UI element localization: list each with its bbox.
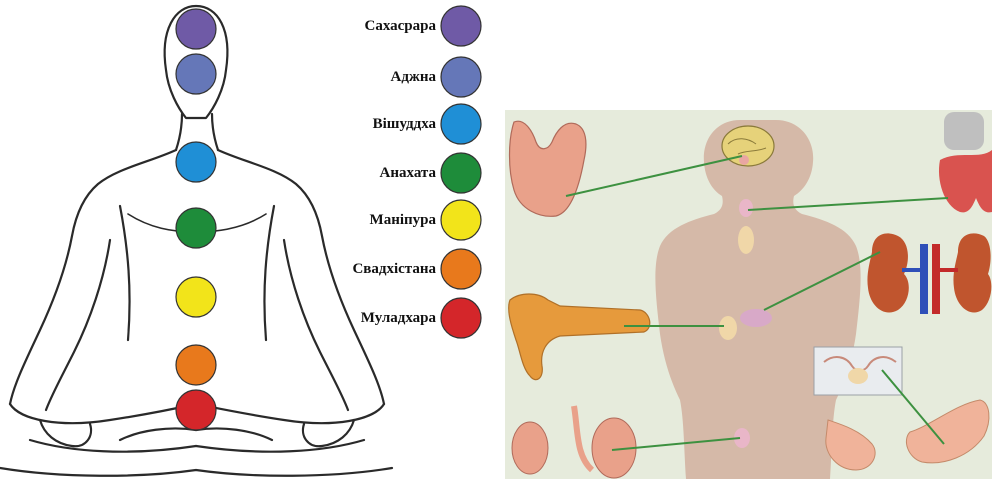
chakra-label-ajna: Аджна (236, 68, 436, 86)
legend-chakra-dot-sahasrara (441, 6, 481, 46)
legend-chakra-dot-muladhara (441, 298, 481, 338)
chakra-legend (441, 6, 481, 338)
body-chakra-dot-svadhisthana (176, 345, 216, 385)
ovaries-diagram-box (814, 347, 902, 395)
body-chakra-dot-sahasrara (176, 9, 216, 49)
body-chakra-dot-ajna (176, 54, 216, 94)
body-chakra-dot-manipura (176, 277, 216, 317)
body-chakra-points (176, 9, 216, 430)
chakra-label-manipura: Маніпура (236, 211, 436, 229)
chakra-label-vishuddha: Вішуддха (236, 115, 436, 133)
legend-chakra-dot-manipura (441, 200, 481, 240)
chakra-label-sahasrara: Сахасрара (236, 17, 436, 35)
endocrine-panel (505, 110, 992, 479)
body-chakra-dot-muladhara (176, 390, 216, 430)
legend-chakra-dot-svadhisthana (441, 249, 481, 289)
chakra-label-svadhisthana: Свадхістана (236, 260, 436, 278)
chakra-label-muladhara: Муладхара (236, 309, 436, 327)
body-chakra-dot-anahata (176, 208, 216, 248)
chakra-label-anahata: Анахата (236, 164, 436, 182)
legend-chakra-dot-anahata (441, 153, 481, 193)
body-chakra-dot-vishuddha (176, 142, 216, 182)
legend-chakra-dot-ajna (441, 57, 481, 97)
legend-chakra-dot-vishuddha (441, 104, 481, 144)
